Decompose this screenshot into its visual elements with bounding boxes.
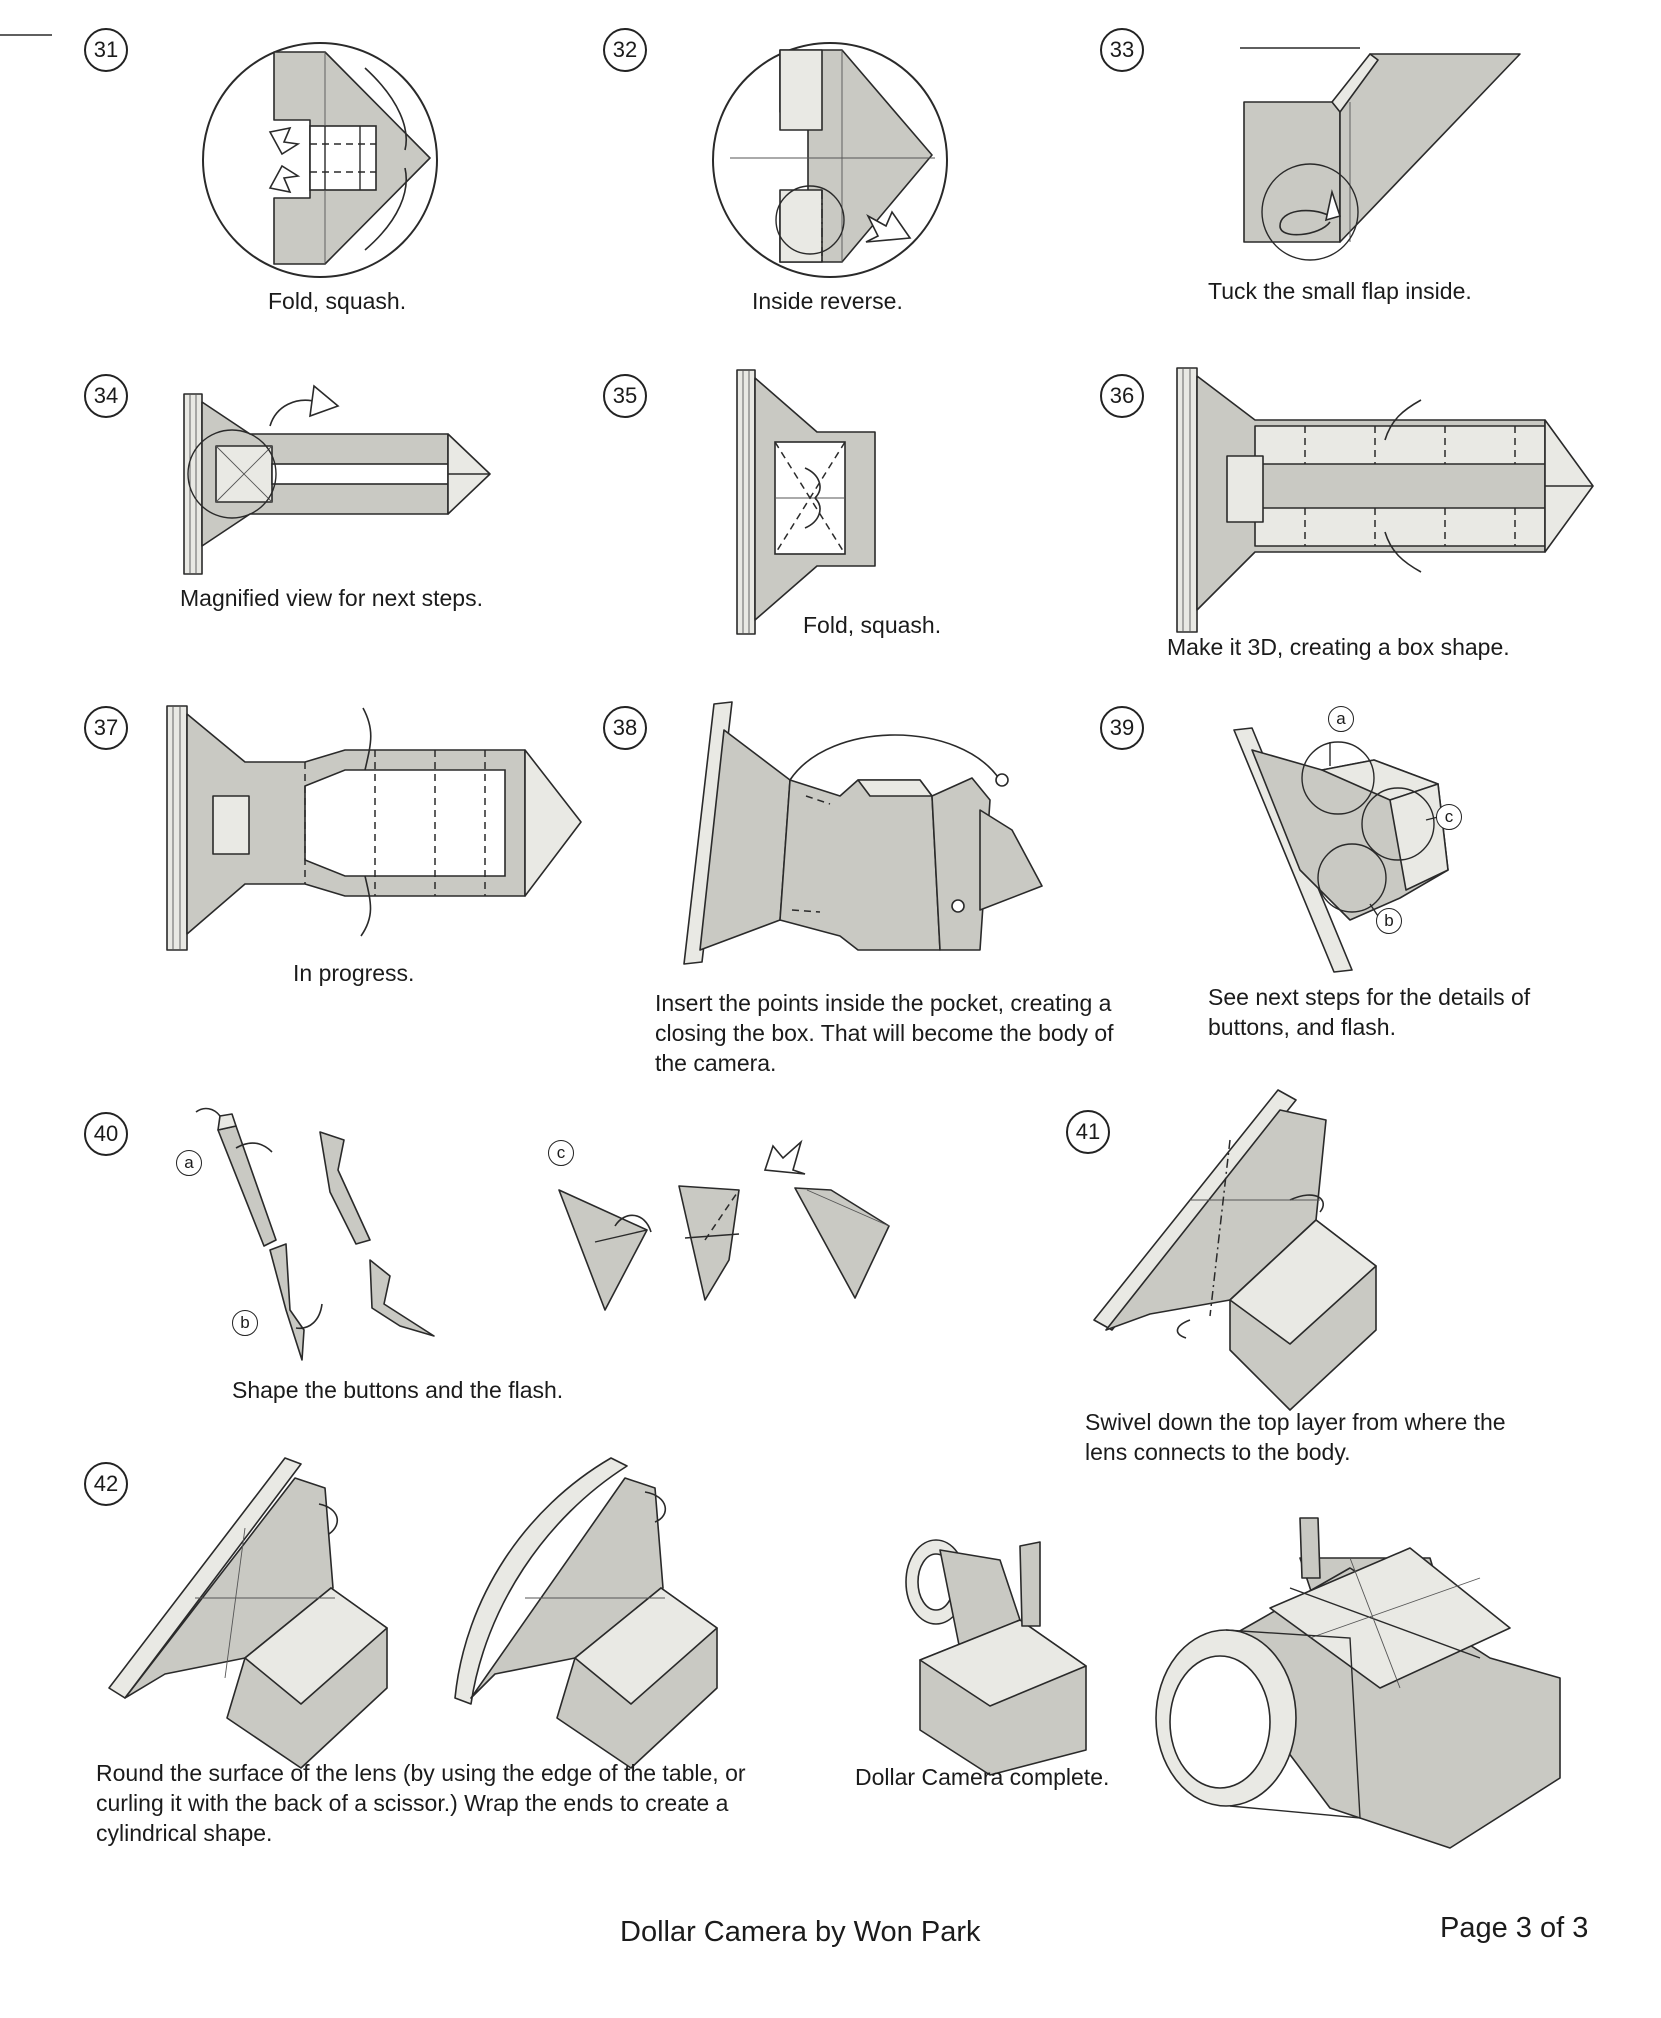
step-number: 35	[603, 374, 647, 418]
camera-small-view	[905, 1539, 1087, 1776]
step-number: 42	[84, 1462, 128, 1506]
step-number: 41	[1066, 1110, 1110, 1154]
step-41-diagram	[1093, 1089, 1377, 1411]
step-caption: Inside reverse.	[752, 288, 903, 314]
step-35-diagram	[736, 369, 876, 635]
step-42-diagram-1	[108, 1457, 388, 1769]
step-caption: See next steps for the details of button…	[1208, 984, 1531, 1040]
step-caption: Insert the points inside the pocket, cre…	[655, 990, 1114, 1076]
detail-label-b: b	[1376, 908, 1402, 934]
complete-caption: Dollar Camera complete.	[855, 1764, 1110, 1790]
step-38-diagram	[683, 701, 1043, 965]
step-number: 34	[84, 374, 128, 418]
step-40-diagram-a	[195, 1107, 435, 1361]
step-caption: Fold, squash.	[268, 288, 407, 314]
step-42-diagram-2	[454, 1457, 718, 1769]
step-caption: Magnified view for next steps.	[180, 585, 483, 611]
step-caption: Make it 3D, creating a box shape.	[1167, 634, 1510, 660]
step-caption: Shape the buttons and the flash.	[232, 1377, 564, 1403]
footer-title: Dollar Camera by Won Park	[620, 1916, 981, 1948]
step-caption: Fold, squash.	[803, 612, 942, 638]
step-number: 40	[84, 1112, 128, 1156]
detail-label-a: a	[176, 1150, 202, 1176]
detail-label-a: a	[1328, 706, 1354, 732]
step-caption: In progress.	[293, 960, 415, 986]
step-number: 33	[1100, 28, 1144, 72]
corner-mark	[0, 34, 52, 36]
step-number: 37	[84, 706, 128, 750]
step-36-diagram	[1176, 367, 1594, 633]
step-39-diagram	[1233, 727, 1449, 973]
step-number: 32	[603, 28, 647, 72]
step-number: 39	[1100, 706, 1144, 750]
step-31-diagram	[202, 42, 438, 278]
step-40-diagram-c	[558, 1139, 890, 1311]
step-caption: Swivel down the top layer from where the…	[1085, 1409, 1506, 1465]
step-33-diagram	[1240, 47, 1521, 261]
step-caption: Round the surface of the lens (by using …	[96, 1760, 746, 1846]
step-number: 36	[1100, 374, 1144, 418]
page-number: Page 3 of 3	[1440, 1912, 1589, 1944]
step-caption: Tuck the small flap inside.	[1208, 278, 1472, 304]
step-number: 31	[84, 28, 128, 72]
detail-label-b: b	[232, 1310, 258, 1336]
camera-large-view	[1155, 1517, 1561, 1849]
detail-label-c: c	[1436, 804, 1462, 830]
step-34-diagram	[183, 384, 491, 575]
step-32-diagram	[712, 42, 948, 278]
detail-label-c: c	[548, 1140, 574, 1166]
step-number: 38	[603, 706, 647, 750]
step-37-diagram	[166, 705, 582, 951]
